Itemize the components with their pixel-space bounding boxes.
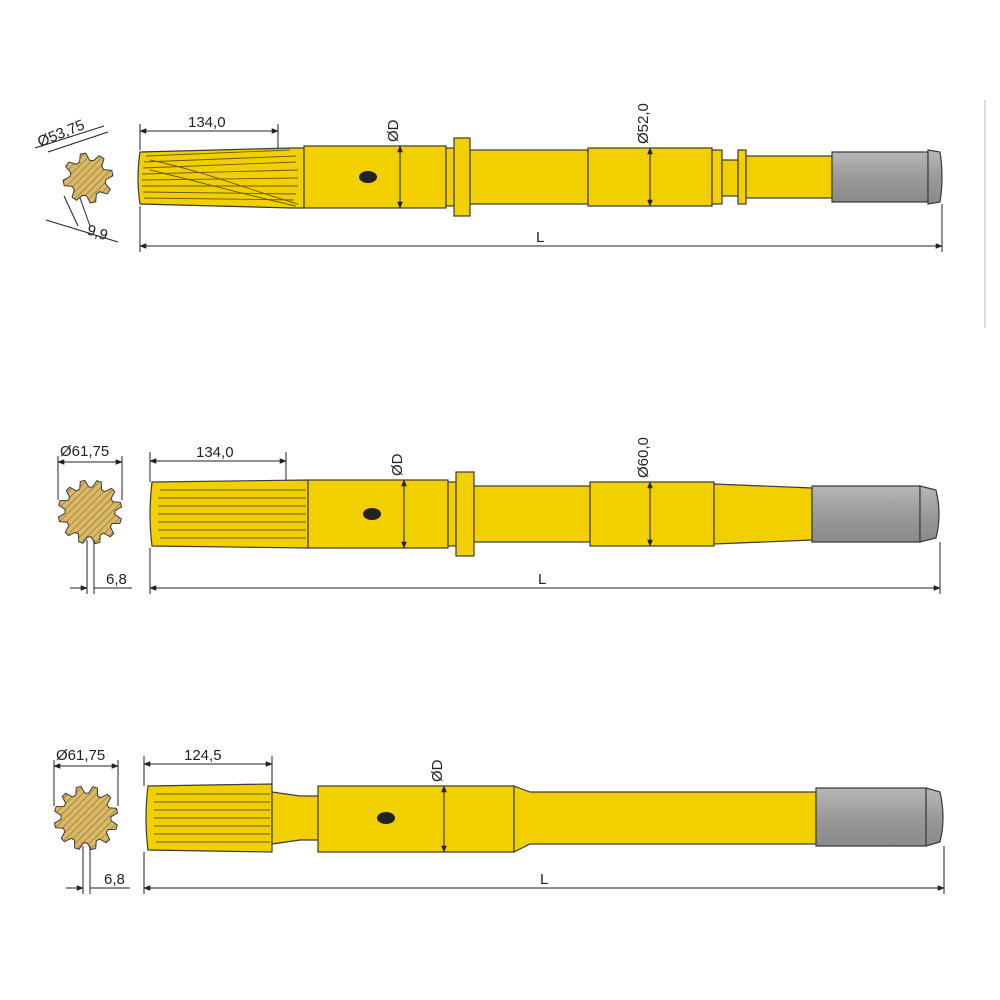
- groove-1c: [737, 149, 747, 205]
- body-diameter-dim-2: Ø60,0: [635, 437, 653, 547]
- taper-2: [713, 483, 813, 545]
- overall-length-text-2: L: [538, 571, 546, 588]
- spline-length-text-2: 134,0: [196, 444, 234, 461]
- spline-diameter-dim-3: Ø61,75: [53, 747, 119, 806]
- flushing-hole-1: [359, 171, 377, 183]
- spline-diameter-dim-2: Ø61,75: [57, 443, 123, 500]
- overall-length-dim-3: L: [143, 846, 945, 894]
- shank-diameter-dim-1: ØD: [385, 119, 403, 209]
- body-diameter-text-1: Ø52,0: [635, 103, 652, 144]
- gear2-teeth: [57, 479, 123, 545]
- collar-2b: [455, 471, 475, 557]
- spline-diameter-text-3: Ø61,75: [56, 747, 105, 764]
- spline-width-text-3: 6,8: [104, 871, 125, 888]
- drawing-2: Ø61,75 6,8: [57, 437, 941, 594]
- flushing-hole-2: [363, 508, 381, 520]
- taper-3: [513, 785, 817, 853]
- neck-2: [473, 485, 591, 543]
- striking-tip-2: [919, 485, 940, 543]
- shank-diameter-text-1: ØD: [385, 119, 402, 142]
- striking-end-3: [815, 787, 927, 847]
- shank-body-3: [317, 785, 515, 853]
- overall-length-dim-1: L: [139, 204, 943, 252]
- drawing-1: Ø53,75 9,9: [34, 103, 943, 252]
- spline-length-text-3: 124,5: [184, 747, 222, 764]
- groove-1b: [721, 159, 739, 197]
- collar-2a: [447, 481, 457, 547]
- spline-width-dim-2: 6,8: [70, 540, 132, 594]
- spline-diameter-text-2: Ø61,75: [60, 443, 109, 460]
- gear1-teeth: [62, 152, 114, 204]
- collar-1b: [453, 137, 471, 217]
- spline-width-dim-1: 9,9: [45, 195, 119, 245]
- body-section-2: [589, 481, 715, 547]
- shank-diameter-text-2: ØD: [389, 453, 406, 476]
- striking-end-1: [831, 151, 929, 203]
- gear3-teeth: [53, 785, 119, 851]
- neck-1: [469, 149, 589, 205]
- flushing-hole-3: [377, 812, 395, 824]
- spline-width-text-1: 9,9: [85, 222, 110, 245]
- striking-tip-1: [927, 149, 943, 205]
- spline-length-dim-2: 134,0: [149, 444, 287, 482]
- neck-1b: [745, 155, 833, 199]
- spline-diameter-text-1: Ø53,75: [35, 117, 87, 151]
- body-diameter-text-2: Ø60,0: [635, 437, 652, 478]
- striking-end-2: [811, 485, 921, 543]
- overall-length-text-1: L: [536, 229, 544, 246]
- spline-diameter-dim-1: Ø53,75: [34, 117, 109, 153]
- overall-length-dim-2: L: [149, 542, 941, 594]
- neck-3: [271, 791, 321, 845]
- shank-diameter-dim-3: ØD: [429, 759, 447, 853]
- spline-cross-section-1: [62, 152, 114, 204]
- spline-length-dim-1: 134,0: [139, 114, 279, 150]
- striking-tip-3: [925, 787, 944, 847]
- shank-diameter-text-3: ØD: [429, 759, 446, 782]
- spline-length-text-1: 134,0: [188, 114, 226, 131]
- spline-width-dim-3: 6,8: [66, 846, 130, 894]
- spline-cross-section-2: [57, 479, 123, 545]
- spline-grooves-3: [154, 793, 270, 843]
- shank-diameter-dim-2: ØD: [389, 453, 407, 549]
- drawing-3: Ø61,75 6,8 124,5: [53, 747, 945, 894]
- spline-length-dim-3: 124,5: [143, 747, 273, 786]
- spline-grooves-1: [141, 149, 299, 207]
- spline-width-text-2: 6,8: [106, 571, 127, 588]
- spline-grooves-2: [158, 489, 306, 539]
- groove-1a: [711, 149, 723, 205]
- collar-1a: [445, 147, 455, 207]
- body-diameter-dim-1: Ø52,0: [635, 103, 653, 207]
- spline-cross-section-3: [53, 785, 119, 851]
- frame-rule: [984, 100, 986, 328]
- overall-length-text-3: L: [540, 871, 548, 888]
